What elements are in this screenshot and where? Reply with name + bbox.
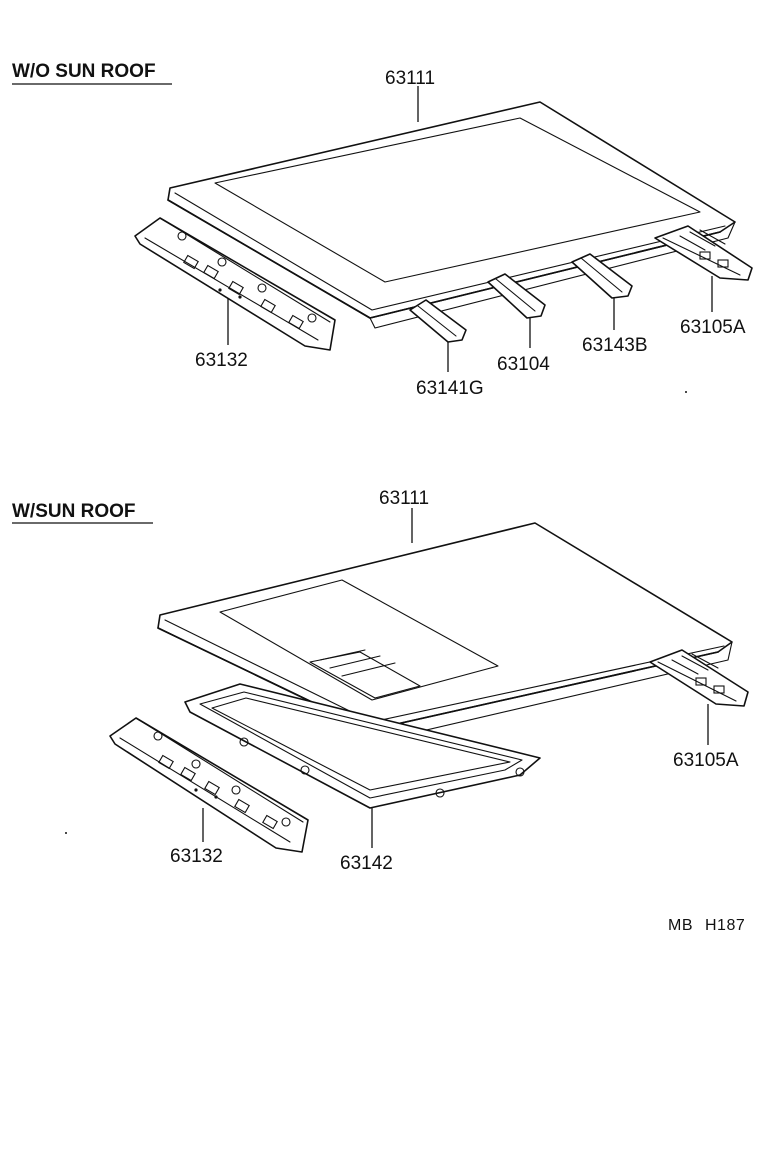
roof-bow-63141G — [409, 299, 467, 343]
part-label-63132: 63132 — [195, 350, 248, 371]
drawing-code: MB H187 — [668, 917, 745, 934]
section-without-sunroof: W/O SUN ROOF — [12, 61, 753, 399]
part-label-63141G: 63141G — [416, 378, 484, 399]
part-label-63105A-sunroof: 63105A — [673, 750, 739, 771]
section-with-sunroof: W/SUN ROOF — [12, 488, 749, 874]
section-heading-without-sunroof: W/O SUN ROOF — [12, 61, 156, 82]
part-label-63111-sunroof: 63111 — [379, 488, 429, 509]
section-heading-with-sunroof: W/SUN ROOF — [12, 501, 136, 522]
scan-speck — [685, 391, 687, 393]
part-label-63132-sunroof: 63132 — [170, 846, 223, 867]
front-header-63132-sunroof — [109, 717, 309, 853]
part-label-63142: 63142 — [340, 853, 393, 874]
part-label-63143B: 63143B — [582, 335, 648, 356]
roof-bow-63143B — [571, 253, 633, 299]
roof-panel-63111 — [167, 101, 736, 329]
drawing-code-number: H187 — [705, 917, 745, 934]
rear-header-63105A-sunroof — [649, 649, 749, 707]
front-header-63132 — [134, 217, 336, 351]
part-label-63111: 63111 — [385, 68, 435, 89]
rear-header-63105A — [654, 225, 753, 281]
part-label-63104: 63104 — [497, 354, 550, 375]
sunroof-frame-63142 — [184, 683, 541, 809]
roof-bow-63104 — [487, 273, 546, 319]
drawing-code-prefix: MB — [668, 917, 693, 934]
scan-speck — [65, 832, 67, 834]
part-label-63105A: 63105A — [680, 317, 746, 338]
